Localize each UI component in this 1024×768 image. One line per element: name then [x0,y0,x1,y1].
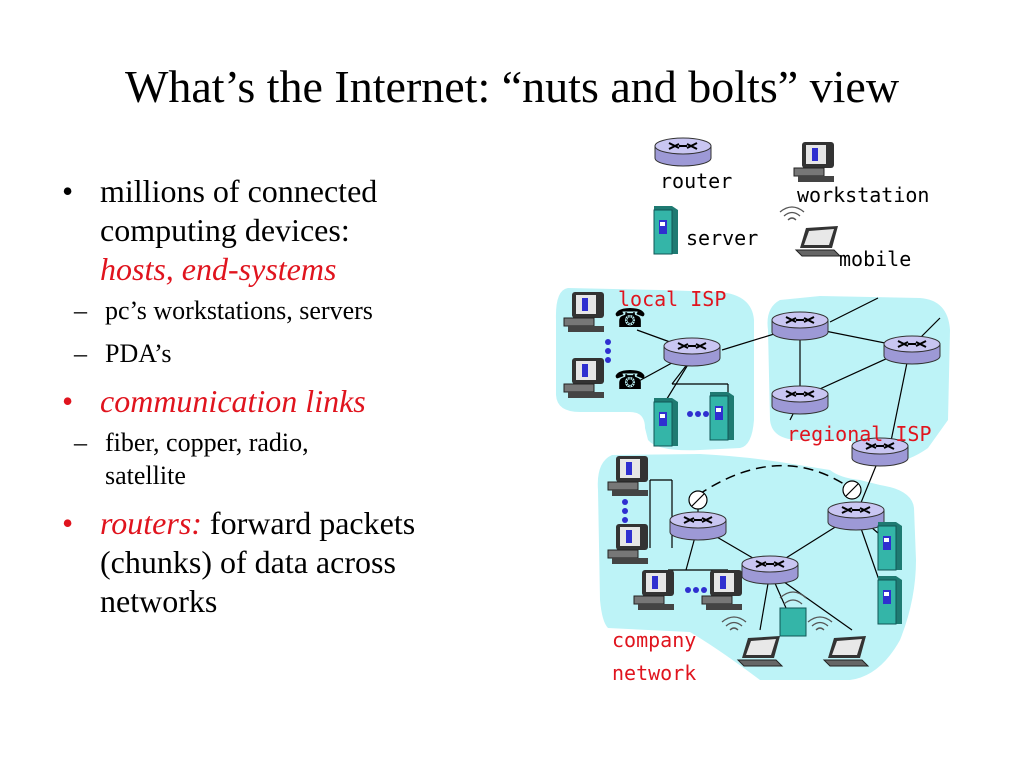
company-network-label: network [612,661,696,685]
server-icon [653,397,679,447]
bullet-emphasis: hosts, end-systems [100,251,337,288]
wireless-base-station-icon [779,591,807,637]
legend-server-label: server [686,226,758,250]
router-icon [771,385,829,415]
bullet-links: • communication links [60,382,520,421]
dash-mark: – [74,428,87,458]
bullet-list: • millions of connected computing device… [60,172,520,625]
legend-router-label: router [660,169,732,193]
bullet-text: networks [100,583,218,620]
router-icon [883,335,941,365]
server-icon [709,391,735,441]
workstation-icon [793,141,835,183]
company-network-label: company [612,628,696,652]
sub-bullet-text: satellite [105,460,186,490]
bullet-text: forward packets [209,505,416,542]
sub-bullet-text: fiber, copper, radio, [105,428,309,458]
sub-bullet: – fiber, copper, radio, satellite [60,427,520,492]
router-icon [827,501,885,531]
bullet-routers: • routers: forward packets (chunks) of d… [60,504,520,621]
slide-title: What’s the Internet: “nuts and bolts” vi… [124,61,900,112]
regional-isp-label: regional ISP [787,422,932,446]
router-icon [669,511,727,541]
server-icon [877,521,903,571]
satellite-link [697,465,851,496]
bullet-dot: • [62,505,74,542]
sub-bullet: – pc’s workstations, servers [60,295,520,328]
bullet-devices: • millions of connected computing device… [60,172,520,289]
server-icon [877,575,903,625]
bullet-emphasis: routers: [100,505,202,542]
bullet-text: (chunks) of data across [100,544,396,581]
sub-bullet: – PDA’s [60,338,520,371]
sub-bullet-text: pc’s workstations, servers [105,296,373,326]
sub-bullet-text: PDA’s [105,338,172,368]
local-isp-cloud [555,288,754,451]
satellite-dish-icon [842,480,862,500]
local-isp-label: local ISP [618,287,726,311]
dash-mark: – [74,296,87,326]
legend-workstation-label: workstation [797,183,929,207]
router-icon [771,311,829,341]
ellipsis-dots [605,339,709,593]
bullet-emphasis: communication links [100,383,366,420]
bullet-dot: • [62,383,74,420]
dash-mark: – [74,338,87,368]
mobile-icon [779,206,841,257]
router-icon [663,337,721,367]
router-icon [741,555,799,585]
bullet-dot: • [62,173,74,209]
bullet-text: computing devices: [100,212,350,249]
legend-mobile-label: mobile [839,247,911,271]
router-icon [654,137,712,167]
bullet-text: millions of connected [100,173,378,209]
server-icon [653,205,679,255]
phone-icon [613,366,647,396]
satellite-dish-icon [688,490,708,510]
